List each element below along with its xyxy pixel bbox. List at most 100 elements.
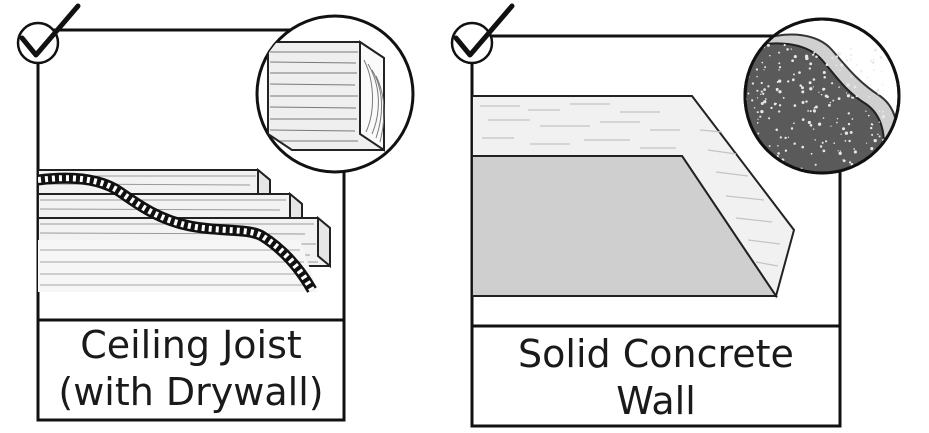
concrete-speckle bbox=[801, 118, 805, 121]
concrete-speckle bbox=[760, 90, 763, 93]
concrete-speckle bbox=[801, 86, 804, 90]
concrete-speckle bbox=[809, 110, 812, 113]
concrete-speckle bbox=[831, 56, 834, 60]
concrete-speckle bbox=[838, 86, 840, 88]
concrete-speckle bbox=[768, 145, 771, 148]
concrete-speckle bbox=[825, 140, 828, 143]
concrete-speckle bbox=[778, 51, 781, 54]
concrete-speckle bbox=[823, 76, 826, 79]
concrete-speckle bbox=[869, 84, 872, 86]
concrete-speckle bbox=[865, 142, 868, 144]
concrete-speckle bbox=[876, 88, 880, 93]
concrete-speckle bbox=[805, 100, 808, 103]
checkmark-icon bbox=[16, 3, 81, 65]
concrete-speckle bbox=[850, 75, 853, 78]
concrete-speckle bbox=[763, 88, 766, 91]
concrete-speckle bbox=[844, 131, 849, 135]
concrete-speckle bbox=[854, 181, 856, 183]
concrete-speckle bbox=[851, 118, 854, 120]
concrete-speckle bbox=[870, 147, 874, 151]
concrete-speckle bbox=[824, 94, 828, 98]
concrete-speckle bbox=[871, 133, 874, 136]
caption-ceiling-joist-line2: (with Drywall) bbox=[58, 370, 324, 414]
concrete-speckle bbox=[759, 115, 762, 118]
concrete-speckle bbox=[842, 127, 845, 131]
concrete-speckle bbox=[871, 61, 875, 64]
concrete-speckle bbox=[775, 102, 777, 105]
concrete-speckle bbox=[756, 97, 759, 99]
concrete-speckle bbox=[760, 81, 763, 85]
concrete-speckle bbox=[879, 55, 883, 59]
concrete-speckle bbox=[882, 84, 884, 86]
concrete-speckle bbox=[780, 137, 782, 139]
concrete-speckle bbox=[801, 145, 805, 149]
concrete-speckle bbox=[856, 64, 858, 66]
concrete-speckle bbox=[756, 122, 759, 124]
concrete-speckle bbox=[882, 170, 886, 173]
concrete-speckle bbox=[881, 115, 886, 119]
concrete-speckle bbox=[845, 92, 848, 94]
concrete-speckle bbox=[847, 122, 851, 126]
concrete-speckle bbox=[769, 54, 771, 57]
concrete-speckle bbox=[777, 152, 780, 155]
concrete-speckle bbox=[801, 101, 805, 104]
concrete-speckle bbox=[880, 70, 883, 73]
concrete-speckle bbox=[767, 85, 770, 88]
concrete-speckle bbox=[819, 145, 823, 148]
joist-illustration bbox=[38, 167, 331, 293]
concrete-speckle bbox=[865, 110, 867, 112]
concrete-speckle bbox=[776, 80, 779, 84]
concrete-speckle bbox=[777, 145, 779, 147]
concrete-speckle bbox=[849, 53, 853, 57]
concrete-speckle bbox=[878, 110, 881, 113]
concrete-speckle bbox=[817, 122, 822, 126]
concrete-speckle bbox=[877, 92, 880, 95]
caption-concrete-wall-line1: Solid Concrete bbox=[518, 332, 794, 376]
concrete-speckle bbox=[775, 128, 778, 132]
concrete-speckle bbox=[846, 94, 851, 98]
concrete-speckle bbox=[784, 149, 788, 152]
concrete-speckle bbox=[809, 123, 813, 127]
concrete-speckle bbox=[768, 117, 771, 120]
concrete-speckle bbox=[884, 46, 886, 48]
concrete-speckle bbox=[868, 95, 871, 98]
checkmark-icon bbox=[450, 3, 515, 65]
concrete-speckle bbox=[867, 114, 870, 117]
concrete-speckle bbox=[878, 163, 882, 167]
caption-ceiling-joist-line1: Ceiling Joist bbox=[80, 323, 302, 367]
concrete-speckle bbox=[760, 93, 762, 95]
concrete-speckle bbox=[866, 76, 869, 79]
concrete-speckle bbox=[815, 55, 818, 59]
concrete-speckle bbox=[751, 99, 754, 102]
concrete-speckle bbox=[843, 191, 844, 192]
concrete-speckle bbox=[793, 142, 796, 145]
concrete-speckle bbox=[871, 123, 874, 126]
concrete-speckle bbox=[793, 55, 797, 59]
concrete-speckle bbox=[760, 109, 764, 114]
concrete-speckle bbox=[873, 138, 877, 143]
concrete-speckle bbox=[782, 96, 785, 99]
concrete-speckle bbox=[751, 82, 755, 85]
concrete-speckle bbox=[846, 83, 850, 87]
panel-ceiling-joist bbox=[16, 3, 415, 422]
concrete-speckle bbox=[837, 97, 841, 101]
concrete-speckle bbox=[786, 48, 789, 51]
concrete-speckle bbox=[809, 87, 813, 91]
concrete-speckle bbox=[847, 112, 851, 115]
concrete-speckle bbox=[808, 81, 812, 85]
concrete-speckle bbox=[876, 164, 879, 167]
concrete-speckle bbox=[835, 55, 839, 58]
concrete-speckle bbox=[775, 89, 779, 92]
concrete-wall-illustration bbox=[472, 95, 796, 299]
concrete-speckle bbox=[837, 150, 839, 152]
concrete-speckle bbox=[879, 182, 882, 185]
concrete-speckle bbox=[811, 54, 814, 56]
concrete-speckle bbox=[822, 70, 826, 75]
concrete-speckle bbox=[825, 63, 829, 67]
concrete-speckle bbox=[878, 135, 881, 138]
concrete-speckle bbox=[868, 186, 870, 188]
concrete-speckle bbox=[798, 71, 801, 74]
concrete-speckle bbox=[855, 95, 858, 98]
concrete-speckle bbox=[757, 118, 759, 120]
concrete-speckle bbox=[756, 111, 759, 114]
